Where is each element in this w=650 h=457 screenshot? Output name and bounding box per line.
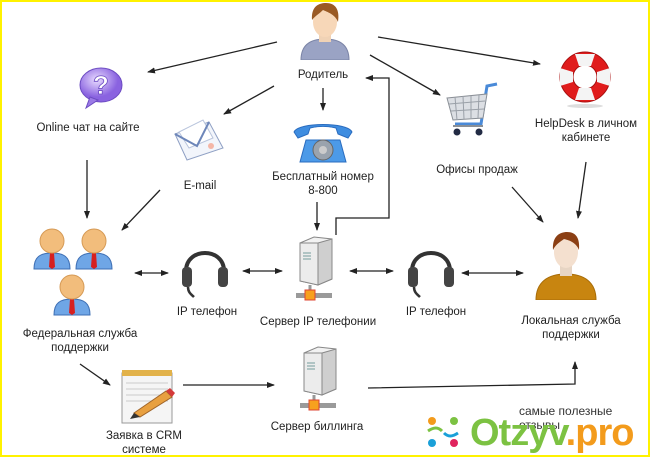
local-label: Локальная служба поддержки — [521, 314, 620, 342]
local-label-line1: Локальная служба — [521, 315, 621, 327]
edge-parent-sales — [369, 54, 441, 96]
edge-email-federal — [121, 189, 161, 231]
helpdesk-label-line1: HelpDesk в личном — [534, 118, 638, 130]
edge-sales-local — [511, 186, 544, 223]
edge-parent-chat — [147, 41, 278, 74]
watermark-brand-main: Otzyv — [470, 412, 567, 454]
federal-label: Федеральная служба поддержки — [23, 327, 138, 355]
watermark-tagline: самые полезные отзывы — [519, 404, 613, 432]
edge-billing-local — [367, 361, 578, 389]
envelope-icon — [174, 119, 224, 161]
question-bubble-icon: ? — [79, 67, 123, 110]
edge-server-parent — [335, 75, 390, 235]
svg-text:?: ? — [93, 70, 109, 100]
billing-label: Сервер биллинга — [270, 421, 364, 433]
server-icon — [300, 346, 337, 411]
server-icon — [296, 236, 333, 301]
edge-federal-crm — [79, 363, 111, 386]
parent-label: Родитель — [297, 69, 349, 81]
headset-icon — [408, 251, 454, 298]
phone-label-line1: Бесплатный номер — [272, 171, 374, 183]
headset-icon — [182, 251, 228, 298]
local-support-user-icon — [535, 232, 597, 300]
watermark-brand: Otzyv.pro — [470, 412, 635, 455]
users-group-icon — [33, 228, 113, 316]
crm-label: Заявка в CRM системе — [106, 429, 182, 457]
chat-label: Online чат на сайте — [36, 122, 140, 134]
phone-label-line2: 8-800 — [308, 185, 338, 197]
ip-phone-left-label: IP телефон — [176, 306, 238, 318]
local-label-line2: поддержки — [542, 329, 600, 341]
watermark-brand-tld: .pro — [565, 412, 635, 454]
phone-label: Бесплатный номер 8-800 — [272, 170, 374, 198]
telephone-icon — [293, 124, 353, 163]
shopping-cart-icon — [446, 82, 498, 136]
lifebuoy-icon — [559, 51, 611, 108]
email-label: E-mail — [183, 180, 217, 192]
crm-label-line2: системе — [122, 444, 166, 456]
helpdesk-label-line2: кабинете — [561, 132, 611, 144]
edge-parent-helpdesk — [377, 36, 541, 66]
notepad-pencil-icon — [121, 370, 175, 424]
federal-label-line2: поддержки — [51, 342, 109, 354]
ip-phone-right-label: IP телефон — [405, 306, 467, 318]
parent-user-icon — [300, 3, 350, 60]
crm-label-line1: Заявка в CRM — [105, 430, 183, 442]
federal-label-line1: Федеральная служба — [22, 328, 138, 340]
otzyv-logo-icon — [427, 417, 459, 447]
sales-label: Офисы продаж — [436, 164, 518, 176]
helpdesk-label: HelpDesk в личном кабинете — [535, 117, 637, 145]
ip-server-label: Сервер IP телефонии — [259, 316, 377, 328]
edge-helpdesk-local — [576, 161, 587, 219]
edge-parent-email — [223, 85, 275, 115]
